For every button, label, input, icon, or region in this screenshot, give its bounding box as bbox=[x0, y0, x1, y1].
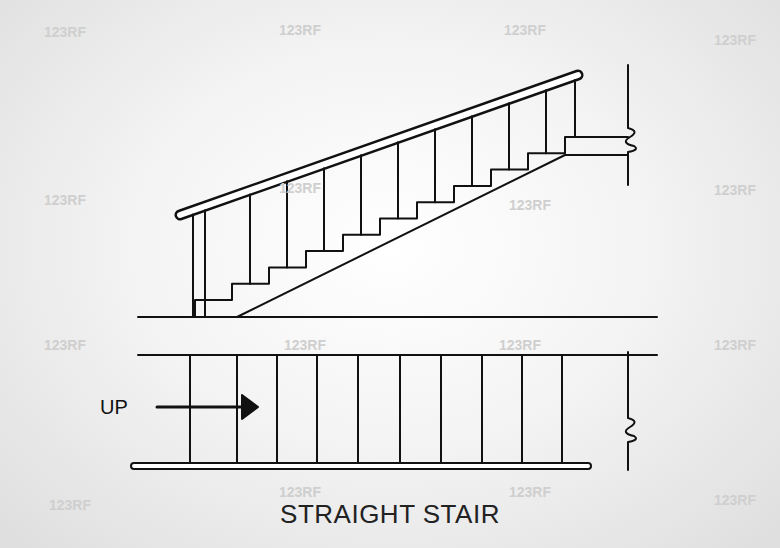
baluster bbox=[545, 90, 547, 153]
plan-edge bbox=[138, 354, 657, 356]
baluster bbox=[323, 168, 325, 251]
watermark: 123RF bbox=[44, 24, 86, 40]
up-arrow-shaft bbox=[157, 406, 243, 409]
watermark: 123RF bbox=[504, 22, 546, 38]
baluster bbox=[360, 155, 362, 234]
watermark: 123RF bbox=[509, 197, 551, 213]
plan-tread bbox=[561, 355, 563, 462]
watermark: 123RF bbox=[714, 492, 756, 508]
watermark: 123RF bbox=[44, 337, 86, 353]
watermark: 123RF bbox=[714, 182, 756, 198]
watermark: 123RF bbox=[509, 484, 551, 500]
baluster bbox=[397, 142, 399, 218]
plan-wall-break bbox=[626, 352, 636, 470]
watermark: 123RF bbox=[279, 22, 321, 38]
watermark: 123RF bbox=[499, 337, 541, 353]
plan-handrail-outline bbox=[134, 462, 588, 470]
plan-tread bbox=[316, 355, 318, 462]
plan-handrail-fill bbox=[134, 464, 588, 468]
watermark: 123RF bbox=[714, 32, 756, 48]
handrail-fill bbox=[180, 75, 578, 215]
watermark: 123RF bbox=[284, 337, 326, 353]
watermark: 123RF bbox=[279, 484, 321, 500]
wall-break bbox=[626, 65, 636, 185]
plan-tread bbox=[521, 355, 523, 462]
baluster bbox=[508, 103, 510, 169]
direction-label: UP bbox=[100, 396, 128, 419]
baluster bbox=[471, 116, 473, 186]
plan-tread bbox=[481, 355, 483, 462]
baluster bbox=[434, 129, 436, 202]
plan-tread bbox=[357, 355, 359, 462]
watermark: 123RF bbox=[714, 337, 756, 353]
plan-tread bbox=[440, 355, 442, 462]
stair-profile bbox=[195, 137, 628, 317]
baluster bbox=[249, 194, 251, 283]
newel-post bbox=[192, 214, 194, 317]
baluster bbox=[574, 80, 576, 137]
watermark: 123RF bbox=[279, 180, 321, 196]
watermark: 123RF bbox=[44, 192, 86, 208]
up-arrow-head bbox=[242, 395, 258, 419]
watermark: 123RF bbox=[49, 497, 91, 513]
plan-tread bbox=[276, 355, 278, 462]
newel-post bbox=[204, 210, 206, 317]
caption: STRAIGHT STAIR bbox=[280, 499, 500, 530]
floor-line bbox=[138, 316, 657, 318]
handrail-outline bbox=[180, 75, 578, 215]
plan-tread bbox=[399, 355, 401, 462]
